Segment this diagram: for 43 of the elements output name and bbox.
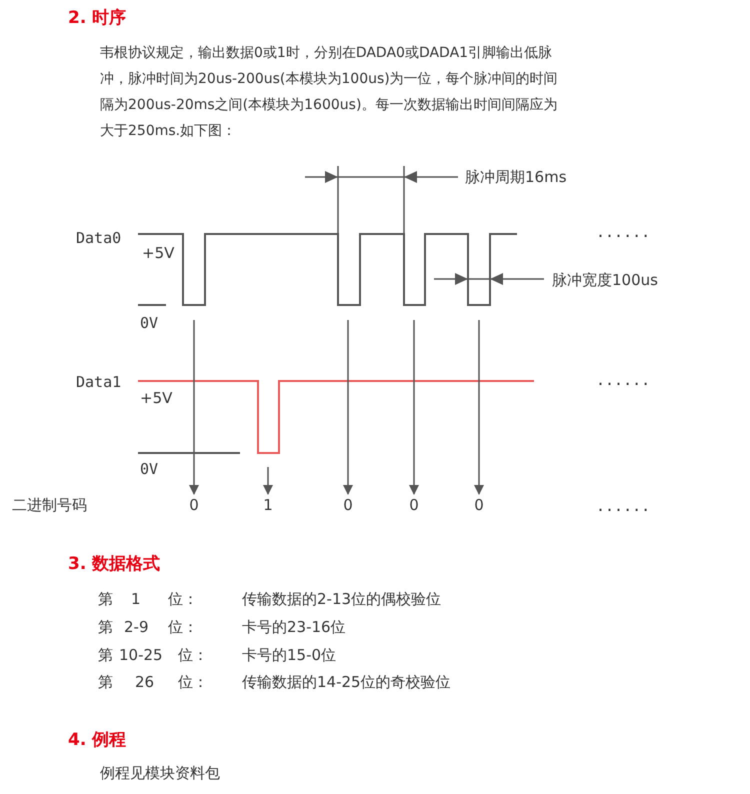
- section-heading: 2. 时序: [68, 8, 126, 28]
- dimension-label: 脉冲宽度100us: [552, 270, 658, 290]
- voltage-label: +5V: [142, 243, 174, 263]
- table-text: 位：: [178, 672, 208, 692]
- table-text: 第: [98, 645, 113, 665]
- paragraph: 韦根协议规定，输出数据0或1时，分别在DADA0或DADA1引脚输出低脉冲，脉冲时间为20us-200us(本模块为100us)为一位，每个脉冲间的时间隔为200us-20ms之间(本模块为1600us)。每一次数据输出时间间隔应为大于250ms.如下图：: [100, 44, 559, 141]
- bit-value: 1: [260, 495, 276, 515]
- table-text: 位：: [178, 645, 208, 665]
- section-heading: 4. 例程: [68, 730, 126, 750]
- table-text: 卡号的15-0位: [242, 645, 336, 665]
- table-text: 1: [131, 589, 141, 609]
- bit-value: 0: [406, 495, 422, 515]
- table-text: 第: [98, 589, 113, 609]
- ellipsis: ......: [596, 222, 650, 242]
- table-text: 传输数据的2-13位的偶校验位: [242, 589, 442, 609]
- arrow: [409, 320, 419, 495]
- signal-name: Data1: [76, 372, 122, 392]
- table-text: 位：: [168, 617, 198, 637]
- table-text: 26: [135, 672, 154, 692]
- section-heading: 3. 数据格式: [68, 554, 160, 574]
- paragraph: 例程见模块资料包: [100, 763, 220, 783]
- bit-value: 0: [471, 495, 487, 515]
- ellipsis: ......: [596, 370, 650, 390]
- arrow: [189, 320, 199, 495]
- voltage-label: +5V: [140, 388, 172, 408]
- table-text: 传输数据的14-25位的奇校验位: [242, 672, 451, 692]
- voltage-label: 0V: [140, 313, 158, 333]
- table-text: 第: [98, 617, 113, 637]
- table-text: 10-25: [119, 645, 163, 665]
- ellipsis: ......: [596, 496, 650, 516]
- row-heading: 二进制号码: [12, 495, 87, 515]
- signal-name: Data0: [76, 228, 122, 248]
- table-text: 位：: [168, 589, 198, 609]
- bit-value: 0: [186, 495, 202, 515]
- table-text: 第: [98, 672, 113, 692]
- arrow: [263, 467, 273, 495]
- dimension-label: 脉冲周期16ms: [465, 167, 567, 187]
- voltage-label: 0V: [140, 459, 158, 479]
- arrow: [343, 320, 353, 495]
- table-text: 卡号的23-16位: [242, 617, 346, 637]
- bit-value: 0: [340, 495, 356, 515]
- table-text: 2-9: [124, 617, 148, 637]
- arrow: [474, 320, 484, 495]
